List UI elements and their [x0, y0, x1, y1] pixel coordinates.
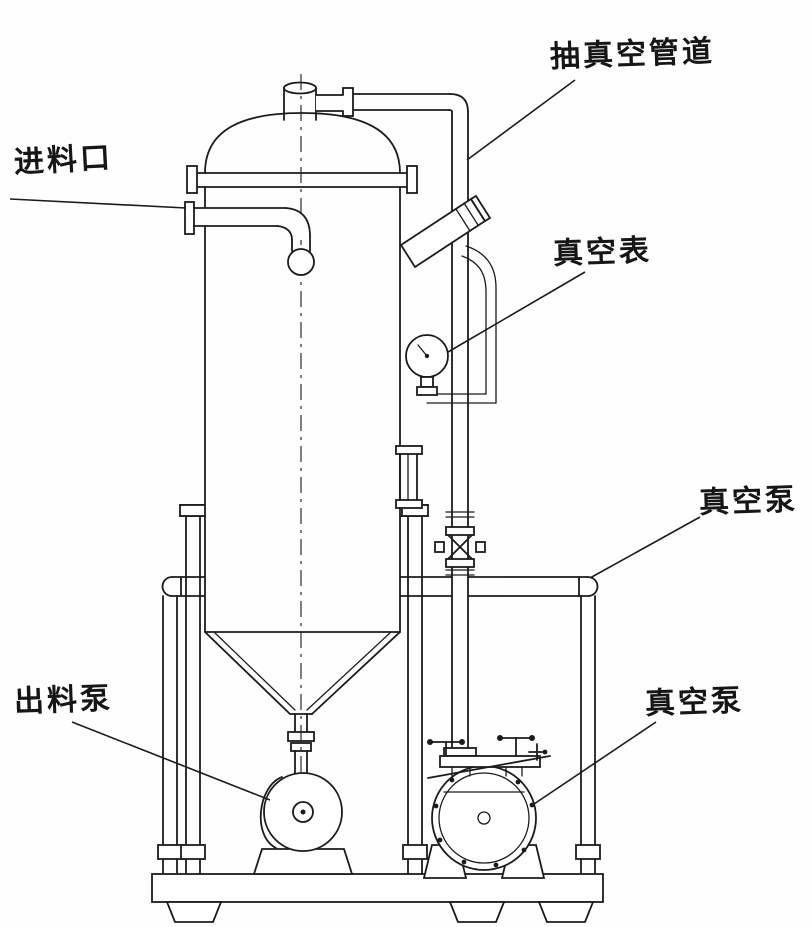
discharge-pump: [252, 772, 354, 875]
gauge-connection-pipe: [426, 245, 497, 404]
angled-nozzle: [399, 194, 492, 269]
tank-vessel: [186, 81, 418, 775]
vacuum-gauge-label: 真空表: [552, 233, 653, 272]
leader-vacuum-pump-upper: [589, 516, 701, 579]
vacuum-gauge: [405, 334, 449, 396]
feed-inlet-pipe: [184, 201, 315, 276]
leader-vacuum-pump-lower: [533, 721, 657, 805]
leader-vacuum-gauge: [447, 271, 586, 353]
discharge-pump-label: 出料泵: [13, 681, 114, 720]
leader-lines: [9, 79, 701, 805]
leader-discharge-pump: [71, 721, 271, 801]
vacuum-pump-lower-label: 真空泵: [644, 683, 745, 722]
leader-vacuum-pipeline: [466, 79, 576, 161]
vacuum-pipeline-label: 抽真空管道: [549, 34, 716, 75]
feed-inlet-label: 进料口: [13, 140, 114, 181]
vacuum-pump: [422, 735, 551, 879]
pump-rim-bolts: [433, 777, 535, 868]
vacuum-pump-upper-label: 真空泵: [698, 482, 799, 521]
pump-valve-manifold: [427, 735, 551, 779]
leader-feed-inlet: [9, 198, 187, 209]
sight-glass: [395, 445, 423, 509]
